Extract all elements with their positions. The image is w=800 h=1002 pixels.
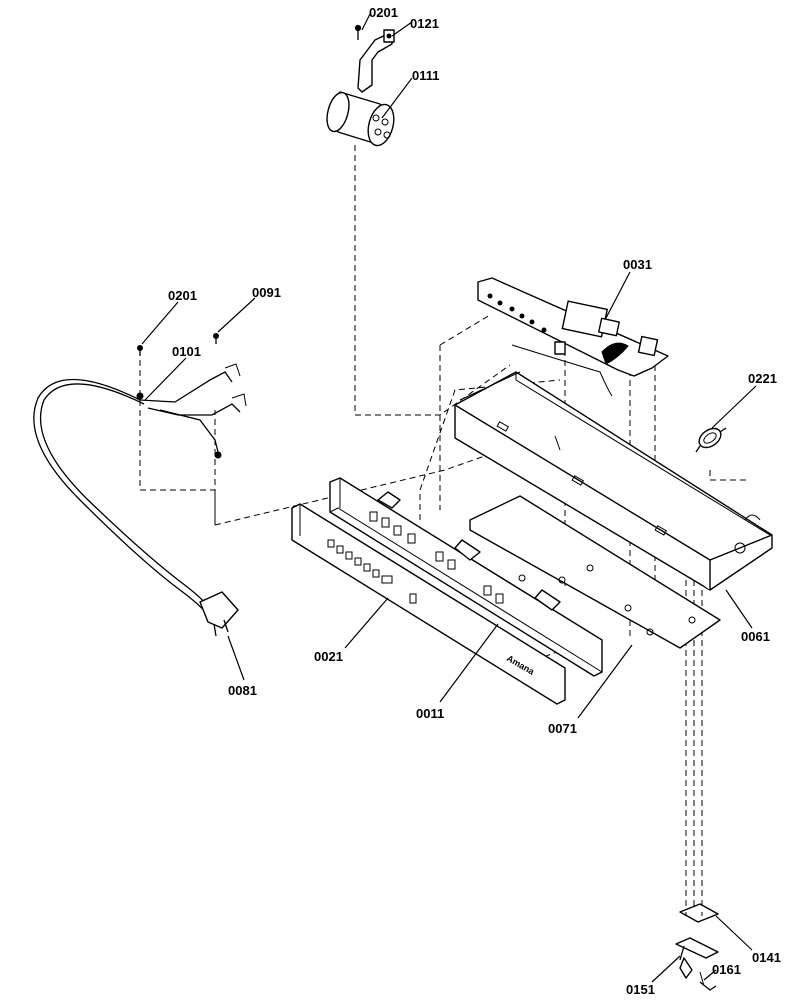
label-0161: 0161 [712, 962, 741, 977]
control-board-0031 [477, 277, 669, 397]
label-0221: 0221 [748, 371, 777, 386]
mount-bracket-0141 [679, 903, 719, 923]
label-0081: 0081 [228, 683, 257, 698]
leader-lines [141, 13, 757, 983]
screw-0091 [213, 333, 219, 344]
label-0061: 0061 [741, 629, 770, 644]
label-0141: 0141 [752, 950, 781, 965]
label-0021: 0021 [314, 649, 343, 664]
label-0011: 0011 [416, 706, 444, 721]
label-0201-top: 0201 [369, 5, 398, 20]
label-0121: 0121 [410, 16, 439, 31]
front-fascia-0021: Amana [291, 503, 566, 705]
label-0101: 0101 [172, 344, 201, 359]
screw-0201-left [137, 345, 143, 356]
screw-0201-top [354, 24, 362, 40]
chassis-housing-0061 [454, 371, 773, 591]
clip-0161 [699, 971, 717, 991]
label-0031: 0031 [623, 257, 652, 272]
latch-0151 [675, 937, 719, 979]
control-panel-bracket-0011 [329, 477, 603, 677]
label-0201-left: 0201 [168, 288, 197, 303]
capacitor-0111 [326, 91, 395, 147]
label-0111: 0111 [412, 68, 440, 83]
base-plate-0071 [469, 495, 721, 649]
part-labels: 0201 0121 0111 0031 0201 0091 0101 0221 … [168, 5, 781, 997]
switch-0221 [695, 427, 727, 453]
label-0091: 0091 [252, 285, 281, 300]
plug-0081 [199, 591, 239, 637]
clamp-bracket-0121 [357, 29, 395, 93]
label-0151: 0151 [626, 982, 655, 997]
power-cord-0101 [33, 363, 247, 613]
label-0071: 0071 [548, 721, 577, 736]
